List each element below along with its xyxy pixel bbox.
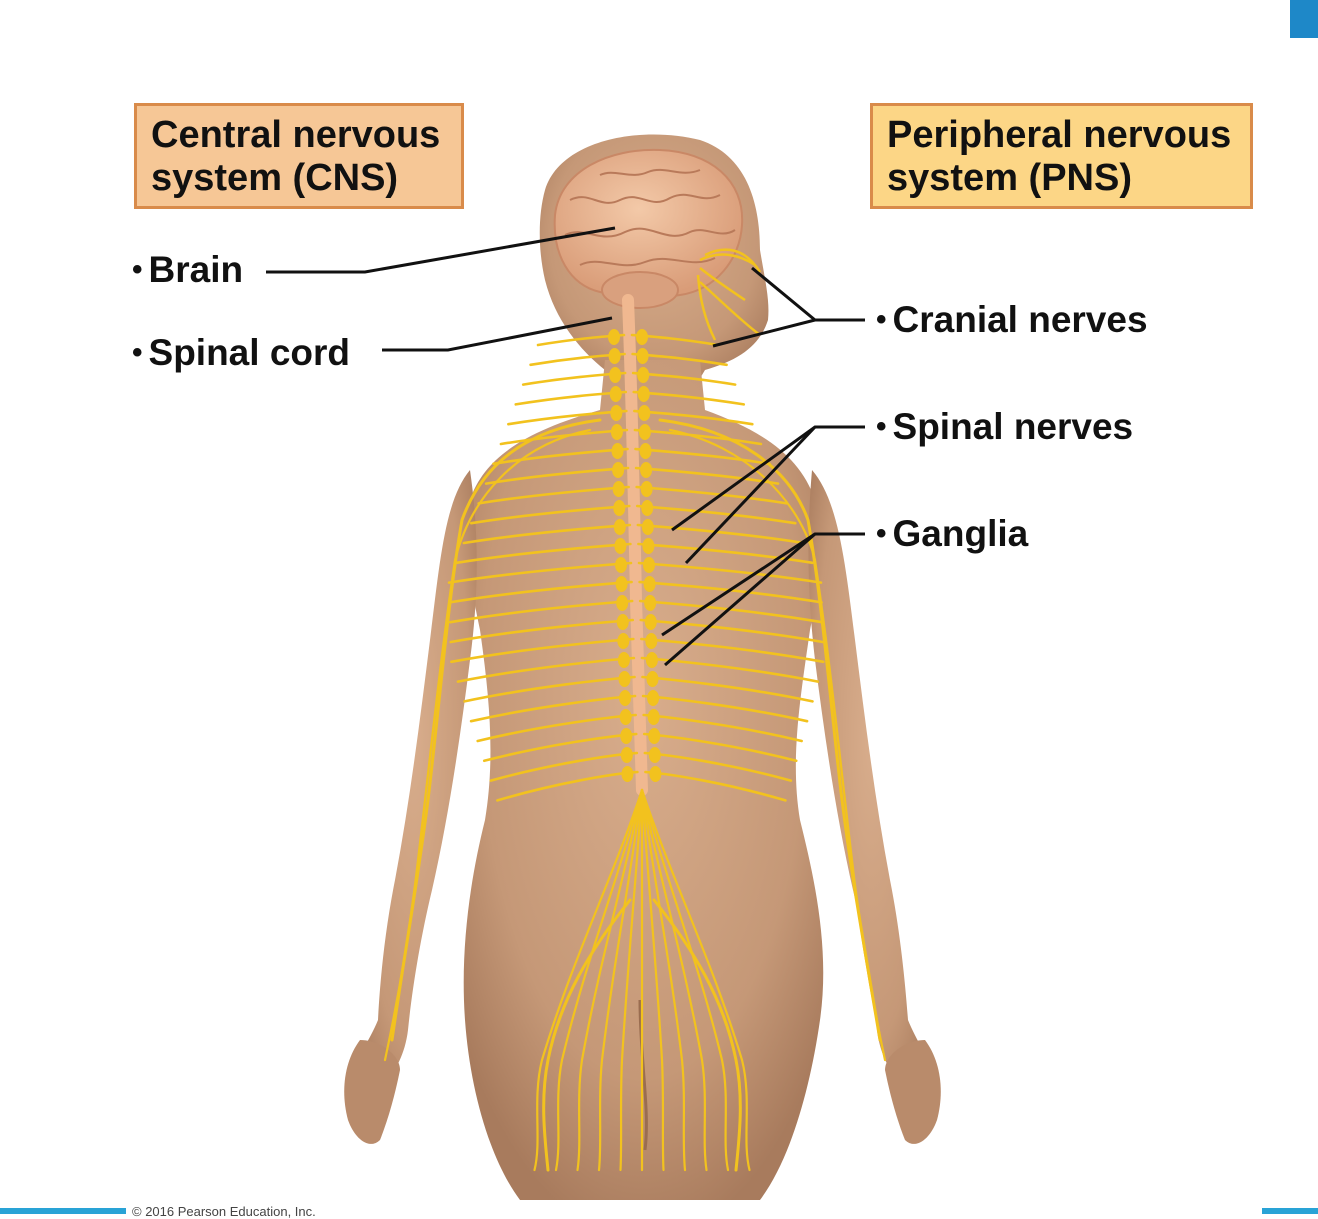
ganglia-label: •Ganglia [876, 514, 1028, 557]
ganglion-node [618, 671, 631, 687]
spinal-nerve-branch [640, 788, 708, 1172]
ganglion-node [640, 481, 653, 497]
ganglion-node [648, 747, 661, 763]
cranial-leader-line-2 [712, 318, 816, 348]
ganglion-node [615, 557, 627, 573]
bullet-icon: • [132, 253, 143, 286]
ganglion-node [636, 329, 648, 345]
copyright-text: © 2016 Pearson Education, Inc. [132, 1204, 316, 1219]
ganglion-node [647, 709, 660, 725]
spinal-nerves-label-text: Spinal nerves [892, 406, 1134, 447]
ganglion-node [612, 462, 625, 478]
spinal-nerves-leader-line-2 [684, 425, 817, 565]
ganglion-node [619, 690, 632, 706]
ganglion-node [638, 405, 651, 421]
ganglion-node [616, 614, 629, 630]
corner-accent-bar [1290, 0, 1318, 38]
ganglion-node [619, 709, 632, 725]
ganglion-node [636, 348, 649, 364]
brain-label-text: Brain [148, 249, 244, 290]
ganglion-node [617, 652, 630, 668]
spinal-nerve-branch [542, 898, 632, 1172]
ganglion-node [648, 728, 661, 744]
spinal-nerve-branch [640, 788, 687, 1172]
ganglion-node [611, 443, 624, 459]
spinal-cord-label: •Spinal cord [132, 333, 350, 376]
spinal-nerve-branch [640, 788, 730, 1172]
ganglion-node [641, 519, 654, 535]
bullet-icon: • [876, 517, 887, 550]
spinal-nerve-branch [668, 428, 887, 1062]
ganglion-node [615, 576, 628, 592]
ganglion-node [612, 481, 625, 497]
ganglion-node [608, 329, 620, 345]
spinal-nerve-branch [619, 788, 644, 1172]
spinal-nerves-group [383, 329, 887, 1172]
spinal-nerve-branch [576, 788, 644, 1172]
ganglion-node [645, 652, 658, 668]
bullet-icon: • [876, 303, 887, 336]
spinal-nerve-branch [652, 898, 742, 1172]
ganglion-node [644, 595, 657, 611]
ganglion-node [610, 405, 623, 421]
ganglion-node [643, 557, 655, 573]
spinal-cord-leader-line [382, 316, 613, 352]
bottom-left-accent-bar [0, 1208, 126, 1214]
ganglion-node [639, 443, 652, 459]
ganglion-node [617, 633, 630, 649]
spinal-nerves-label: •Spinal nerves [876, 407, 1133, 450]
ganglion-node [637, 367, 650, 383]
ganglion-node [609, 386, 622, 402]
spinal-nerve-branch [533, 788, 644, 1172]
ganglion-node [643, 576, 656, 592]
spinal-nerve-branch [640, 788, 751, 1172]
bullet-icon: • [876, 410, 887, 443]
ganglion-node [610, 424, 623, 440]
cranial-nerves-shape [696, 248, 762, 341]
ganglion-node [647, 690, 660, 706]
ganglion-node [620, 747, 633, 763]
spinal-cord-label-text: Spinal cord [148, 332, 350, 373]
spinal-cord-shape [622, 294, 648, 796]
ganglion-node [645, 633, 658, 649]
pns-title-line1: Peripheral nervous [887, 114, 1232, 156]
ganglion-node [613, 519, 626, 535]
spinal-nerve-branch [383, 428, 592, 1062]
ganglion-node [609, 367, 622, 383]
ganglion-node [613, 500, 626, 516]
ganglion-node [638, 424, 651, 440]
ganglion-node [616, 595, 629, 611]
leader-lines [266, 226, 865, 667]
ganglion-node [642, 538, 655, 554]
ganglion-node [641, 500, 654, 516]
spinal-nerve-branch [597, 788, 644, 1172]
bottom-right-accent-bar [1262, 1208, 1318, 1214]
cns-title-line2: system (CNS) [151, 157, 399, 199]
ganglia-leader-line-2 [664, 532, 816, 667]
brain-leader-line [266, 226, 616, 274]
bullet-icon: • [132, 336, 143, 369]
brain-shape [553, 148, 744, 309]
ganglia-label-text: Ganglia [892, 513, 1029, 554]
pns-title-line2: system (PNS) [887, 157, 1132, 199]
spinal-nerve-branch [554, 788, 644, 1172]
ganglion-node [621, 766, 634, 782]
ganglion-node [646, 671, 659, 687]
cns-title-line1: Central nervous [151, 114, 441, 156]
ganglion-node [637, 386, 650, 402]
ganglion-node [620, 728, 633, 744]
brain-label: •Brain [132, 250, 243, 293]
ganglion-node [644, 614, 657, 630]
ganglion-node [614, 538, 627, 554]
cranial-nerves-label-text: Cranial nerves [892, 299, 1148, 340]
ganglion-node [649, 766, 662, 782]
pns-title-box: Peripheral nervous system (PNS) [870, 103, 1253, 209]
spinal-nerve-branch [640, 788, 665, 1172]
ganglion-node [608, 348, 621, 364]
cns-title-box: Central nervous system (CNS) [134, 103, 464, 209]
ganglion-node [640, 462, 653, 478]
cranial-leader-line [751, 266, 865, 322]
cranial-nerves-label: •Cranial nerves [876, 300, 1148, 343]
